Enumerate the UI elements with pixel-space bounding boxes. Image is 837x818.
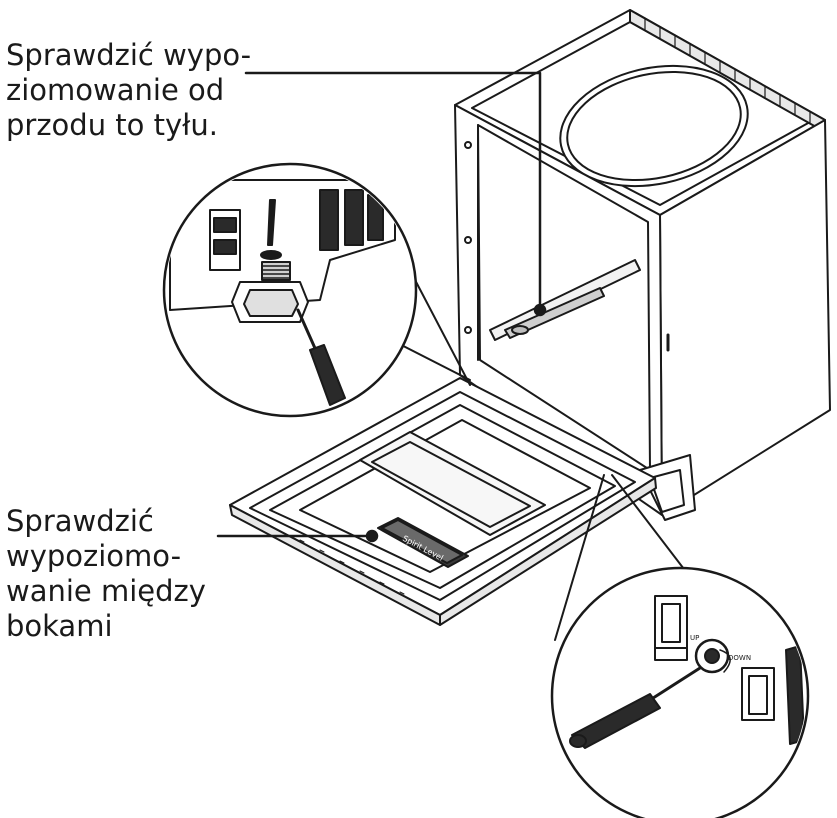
- callout-side-to-side-line-1: Sprawdzić: [6, 504, 154, 538]
- callout-front-to-back: Sprawdzić wypo- ziomowanie od przodu to …: [6, 38, 251, 143]
- callout-side-to-side-line-4: bokami: [6, 609, 113, 643]
- callout-front-to-back-line-3: przodu to tyłu.: [6, 108, 219, 142]
- callout-side-to-side-line-3: wanie między: [6, 574, 206, 608]
- dishwasher-body: [454, 9, 831, 521]
- spirit-level-door: [377, 517, 469, 568]
- callout-side-to-side-line-2: wypoziomo-: [6, 539, 182, 573]
- callout-line-front-to-back: [244, 71, 547, 317]
- callout-line-side-to-side: [216, 529, 379, 543]
- callout-front-to-back-line-2: ziomowanie od: [6, 73, 225, 107]
- magnifier-front-foot: [550, 474, 810, 818]
- callout-front-to-back-line-1: Sprawdzić wypo-: [6, 38, 252, 72]
- down-label: DOWN: [728, 654, 751, 662]
- callout-side-to-side: Sprawdzić wypoziomo- wanie między bokami: [6, 504, 206, 644]
- up-label: UP: [690, 634, 699, 642]
- magnifier-rear-foot: [162, 162, 471, 418]
- dishwasher-door: [229, 377, 657, 626]
